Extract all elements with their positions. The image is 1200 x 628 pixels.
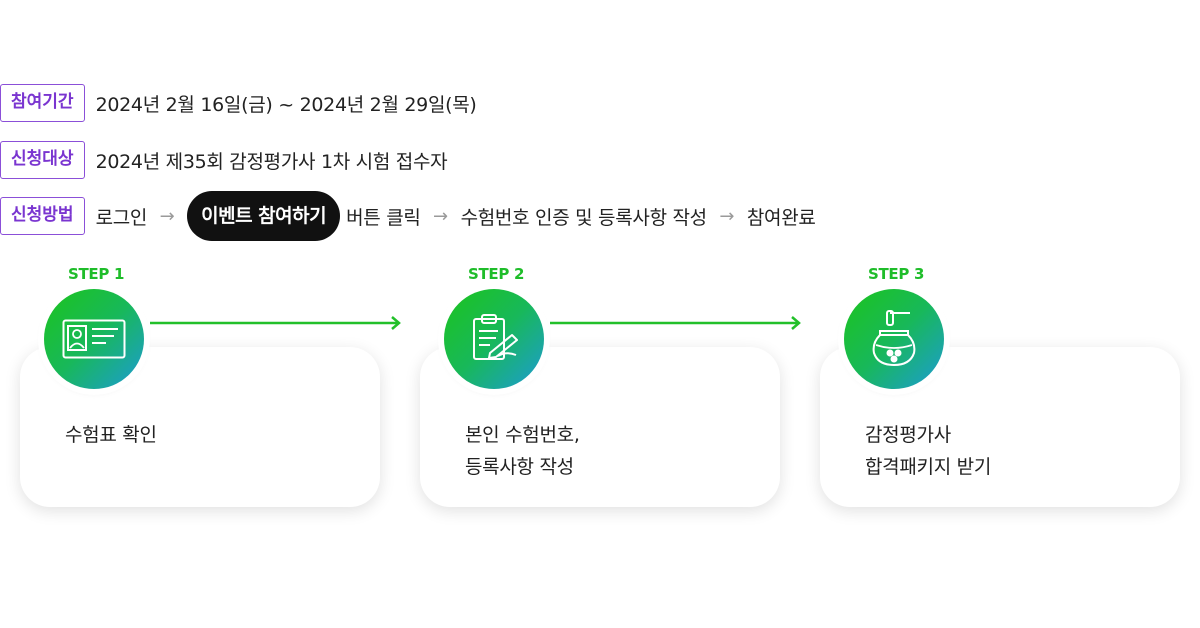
id-card-icon	[62, 319, 126, 359]
honey-jar-icon	[872, 310, 916, 367]
arrow-right-icon: →	[433, 205, 449, 227]
method-row: 신청방법 로그인 → 이벤트 참여하기 버튼 클릭 → 수험번호 인증 및 등록…	[0, 191, 816, 241]
step-3-label: STEP 3	[868, 265, 925, 283]
step-2-label: STEP 2	[468, 265, 525, 283]
method-step-done: 참여완료	[746, 206, 816, 229]
step-1-label: STEP 1	[68, 265, 125, 283]
target-value: 2024년 제35회 감정평가사 1차 시험 접수자	[95, 150, 448, 173]
arrow-right-icon: →	[719, 205, 735, 227]
step-3-line-2: 합격패키지 받기	[865, 456, 992, 478]
step-1-line-1: 수험표 확인	[65, 424, 157, 446]
step-connector-arrow	[550, 316, 801, 330]
step-1-circle	[44, 289, 144, 389]
step-2-circle	[444, 289, 544, 389]
step-3-text: 감정평가사 합격패키지 받기	[865, 419, 991, 483]
step-connector-arrow	[150, 316, 401, 330]
event-join-button[interactable]: 이벤트 참여하기	[187, 191, 341, 241]
target-label-badge: 신청대상	[0, 141, 85, 179]
step-2-text: 본인 수험번호, 등록사항 작성	[465, 419, 580, 483]
method-step-login: 로그인	[95, 206, 148, 229]
method-step-click: 버튼 클릭	[346, 206, 421, 229]
step-1-text: 수험표 확인	[65, 419, 157, 451]
clipboard-pen-icon	[473, 314, 518, 360]
step-2-line-2: 등록사항 작성	[465, 456, 574, 478]
step-3-circle	[844, 289, 944, 389]
method-label-badge: 신청방법	[0, 197, 85, 235]
period-row: 참여기간 2024년 2월 16일(금) ~ 2024년 2월 29일(목)	[0, 84, 477, 122]
step-3-line-1: 감정평가사	[865, 424, 951, 446]
period-value: 2024년 2월 16일(금) ~ 2024년 2월 29일(목)	[95, 93, 477, 116]
step-2-line-1: 본인 수험번호,	[465, 424, 580, 446]
period-label-badge: 참여기간	[0, 84, 85, 122]
arrow-right-icon: →	[159, 205, 175, 227]
target-row: 신청대상 2024년 제35회 감정평가사 1차 시험 접수자	[0, 141, 448, 179]
method-step-verify: 수험번호 인증 및 등록사항 작성	[460, 206, 708, 229]
method-sequence: 로그인 → 이벤트 참여하기 버튼 클릭 → 수험번호 인증 및 등록사항 작성…	[96, 191, 816, 241]
